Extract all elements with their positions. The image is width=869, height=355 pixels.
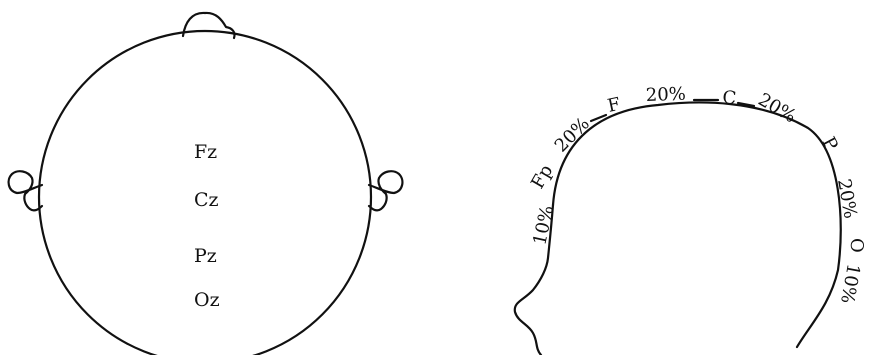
nose-shape bbox=[183, 13, 235, 38]
electrode-oz: Oz bbox=[194, 289, 220, 311]
label-20pct-b: 20% bbox=[645, 84, 686, 106]
label-20pct-d: 20% bbox=[833, 177, 861, 220]
head-top-view: Fz Cz Pz Oz bbox=[9, 13, 403, 355]
label-20pct-c: 20% bbox=[755, 89, 800, 127]
label-c: C bbox=[722, 87, 738, 109]
label-20pct-a: 20% bbox=[551, 113, 594, 156]
electrode-cz: Cz bbox=[194, 189, 219, 211]
label-10pct-front: 10% bbox=[529, 204, 558, 248]
label-f: F bbox=[606, 94, 623, 117]
left-ear-shape bbox=[9, 171, 42, 210]
label-fp: Fp bbox=[527, 161, 557, 192]
head-side-view: 10% Fp 20% F 20% C 20% P 20% O 10% bbox=[515, 84, 867, 355]
label-10pct-back: 10% bbox=[836, 262, 864, 305]
label-o: O bbox=[846, 238, 867, 253]
electrode-pz: Pz bbox=[194, 245, 217, 267]
label-p: P bbox=[818, 133, 842, 154]
skull-outline bbox=[553, 102, 841, 347]
electrode-fz: Fz bbox=[194, 141, 217, 163]
right-ear-shape bbox=[369, 171, 402, 210]
